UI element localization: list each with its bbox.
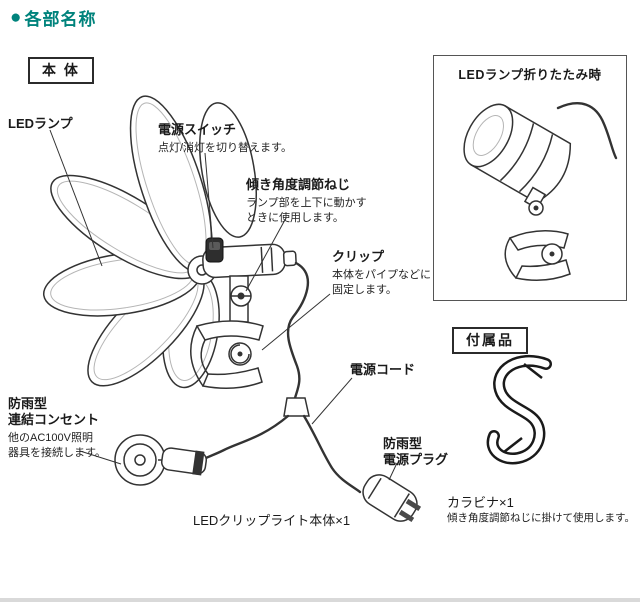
carabiner-gate-bottom	[503, 437, 523, 453]
folded-lamp-body	[463, 103, 572, 204]
tilt-screw-desc-2: ときに使用します。	[246, 212, 344, 224]
plug-branch-path	[302, 414, 362, 494]
label-tilt-screw: 傾き角度調節ねじ ランプ部を上下に動かす ときに使用します。	[246, 177, 367, 226]
led-lamp-title: LEDランプ	[8, 116, 73, 131]
power-switch-desc: 点灯/消灯を切り替えます。	[158, 142, 292, 154]
clip-desc-2: 固定します。	[332, 284, 397, 296]
tilt-screw-title: 傾き角度調節ねじ	[246, 177, 351, 192]
section-bullet-icon: ●	[10, 6, 22, 28]
carabiner-illustration	[486, 354, 552, 465]
power-switch-title: 電源スイッチ	[158, 122, 237, 137]
page-title: 各部名称	[24, 10, 97, 29]
outlet-desc-1: 他のAC100V照明	[8, 432, 93, 444]
tilt-screw-desc-1: ランプ部を上下に動かす	[246, 197, 367, 209]
page-bottom-edge	[0, 598, 640, 602]
power-switch-part	[205, 237, 224, 263]
accessories-box-label: 付属品	[452, 327, 528, 354]
plug-part	[362, 474, 422, 523]
plug-title-2: 電源プラグ	[383, 452, 449, 467]
led-petal-back	[199, 102, 257, 238]
outlet-desc-2: 器具を接続します。	[8, 447, 106, 459]
main-unit-box-label: 本 体	[28, 57, 94, 84]
carabiner-body-highlight	[489, 357, 550, 462]
power-cord-path	[286, 261, 309, 400]
outlet-title-2: 連結コンセント	[8, 412, 100, 427]
label-clip: クリップ 本体をパイプなどに 固定します。	[332, 249, 431, 298]
carabiner-name: カラビナ×1	[447, 495, 514, 510]
carabiner-gate-top	[523, 363, 543, 379]
label-plug: 防雨型 電源プラグ	[383, 436, 448, 468]
tilt-screw-part	[229, 275, 252, 323]
section-header: ● 各部名称	[10, 5, 96, 30]
clip-title: クリップ	[332, 249, 385, 264]
outlet-title-1: 防雨型	[8, 396, 48, 411]
main-unit-caption: LEDクリップライト本体×1	[193, 513, 351, 528]
outlet-branch-path	[204, 414, 290, 460]
label-led-lamp: LEDランプ	[8, 116, 73, 132]
label-outlet: 防雨型 連結コンセント 他のAC100V照明 器具を接続します。	[8, 396, 106, 461]
label-power-cord: 電源コード	[350, 362, 415, 378]
plug-title-1: 防雨型	[383, 436, 423, 451]
clip-desc-1: 本体をパイプなどに	[332, 269, 431, 281]
folded-lamp-illustration	[463, 102, 618, 281]
folded-lamp-panel-title: LEDランプ折りたたみ時	[458, 68, 602, 82]
cord-y-junction	[283, 397, 310, 417]
folded-cord-path	[556, 102, 618, 160]
power-cord-title: 電源コード	[350, 362, 416, 377]
carabiner-desc: 傾き角度調節ねじに掛けて使用します。	[447, 512, 635, 524]
outlet-part	[114, 434, 208, 486]
folded-tilt-screw	[523, 186, 547, 216]
label-power-switch: 電源スイッチ 点灯/消灯を切り替えます。	[158, 122, 292, 156]
clip-part	[190, 320, 264, 389]
folded-clip	[504, 230, 571, 281]
